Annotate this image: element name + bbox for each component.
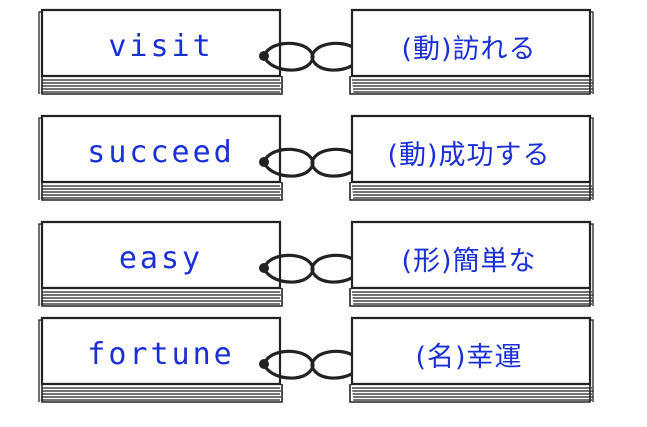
card-stack-outline — [38, 220, 283, 307]
meaning-text: (動)訪れる — [401, 33, 537, 65]
card-stack-outline — [349, 8, 594, 95]
card-stack-outline — [349, 114, 594, 201]
card-stack-outline — [38, 8, 283, 95]
meaning-card: (形)簡単な — [346, 220, 594, 308]
flashcard-pair: easy (形)簡単な — [0, 220, 647, 322]
word-card: succeed — [38, 114, 286, 202]
meaning-text: (動)成功する — [387, 139, 551, 171]
word-card: visit — [38, 8, 286, 96]
meaning-text: (形)簡単な — [401, 245, 537, 277]
card-stack-outline — [349, 220, 594, 307]
meaning-card: (名)幸運 — [346, 316, 594, 404]
word-text: succeed — [87, 134, 235, 170]
card-stack-outline — [38, 114, 283, 201]
flashcard-pair: visit (動)訪れる — [0, 8, 647, 110]
meaning-card: (動)成功する — [346, 114, 594, 202]
card-stack-outline — [38, 316, 283, 403]
meaning-card: (動)訪れる — [346, 8, 594, 96]
card-stack-outline — [349, 316, 594, 403]
word-text: visit — [108, 28, 214, 64]
meaning-text: (名)幸運 — [415, 341, 523, 373]
flashcard-pair: fortune (名)幸運 — [0, 316, 647, 418]
word-card: easy — [38, 220, 286, 308]
word-text: fortune — [87, 336, 235, 372]
word-text: easy — [118, 240, 204, 276]
word-card: fortune — [38, 316, 286, 404]
flashcard-pair: succeed (動)成功する — [0, 114, 647, 216]
